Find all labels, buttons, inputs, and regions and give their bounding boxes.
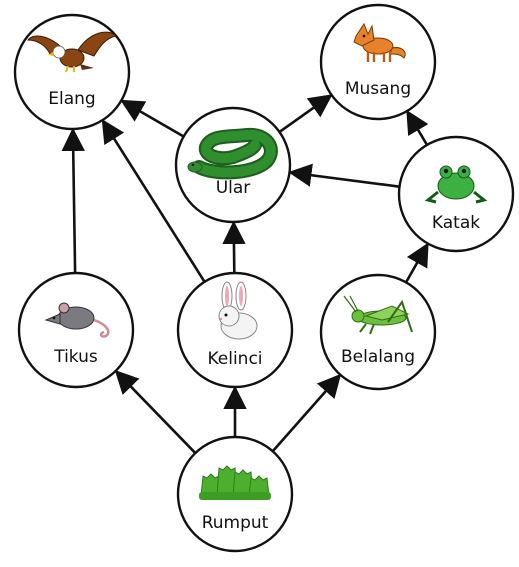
- arrow-kelinci-to-elang: [101, 119, 206, 283]
- node-kelinci: [176, 271, 294, 389]
- arrow-rumput-to-tikus: [114, 369, 197, 454]
- grasshopper-icon: [343, 295, 413, 335]
- node-label-kelinci: Kelinci: [207, 349, 263, 369]
- grass-icon: [199, 465, 271, 500]
- snake-icon: [187, 127, 278, 180]
- node-label-tikus: Tikus: [54, 347, 98, 367]
- arrow-katak-to-ular: [288, 163, 400, 188]
- node-circle-elang: [13, 13, 131, 131]
- fox-icon: [353, 22, 406, 62]
- node-circle-belalang: [319, 273, 437, 391]
- node-rumput: [176, 435, 294, 553]
- frog-icon: [424, 165, 488, 204]
- node-ular: [174, 106, 292, 224]
- arrow-tikus-to-elang: [61, 127, 85, 274]
- node-katak: [397, 135, 515, 253]
- node-label-musang: Musang: [344, 79, 412, 99]
- eagle-icon: [26, 31, 118, 73]
- node-musang: [319, 3, 437, 121]
- node-label-rumput: Rumput: [201, 513, 269, 533]
- rat-icon: [44, 302, 110, 338]
- arrow-belalang-to-katak: [404, 242, 429, 284]
- node-layer: [13, 3, 515, 553]
- rabbit-icon: [218, 281, 258, 340]
- node-label-ular: Ular: [215, 178, 251, 198]
- node-belalang: [319, 273, 437, 391]
- arrow-ular-to-elang: [120, 99, 185, 138]
- node-elang: [13, 13, 131, 131]
- arrow-ular-to-musang: [278, 94, 333, 134]
- node-label-belalang: Belalang: [341, 347, 415, 367]
- node-circle-tikus: [17, 271, 135, 389]
- node-label-katak: Katak: [431, 213, 481, 233]
- node-circle-musang: [319, 3, 437, 121]
- node-label-elang: Elang: [48, 89, 96, 109]
- node-tikus: [17, 271, 135, 389]
- arrow-rumput-to-belalang: [271, 373, 342, 453]
- arrow-katak-to-musang: [406, 109, 429, 146]
- arrow-kelinci-to-ular: [222, 220, 246, 274]
- arrow-layer: [61, 94, 429, 454]
